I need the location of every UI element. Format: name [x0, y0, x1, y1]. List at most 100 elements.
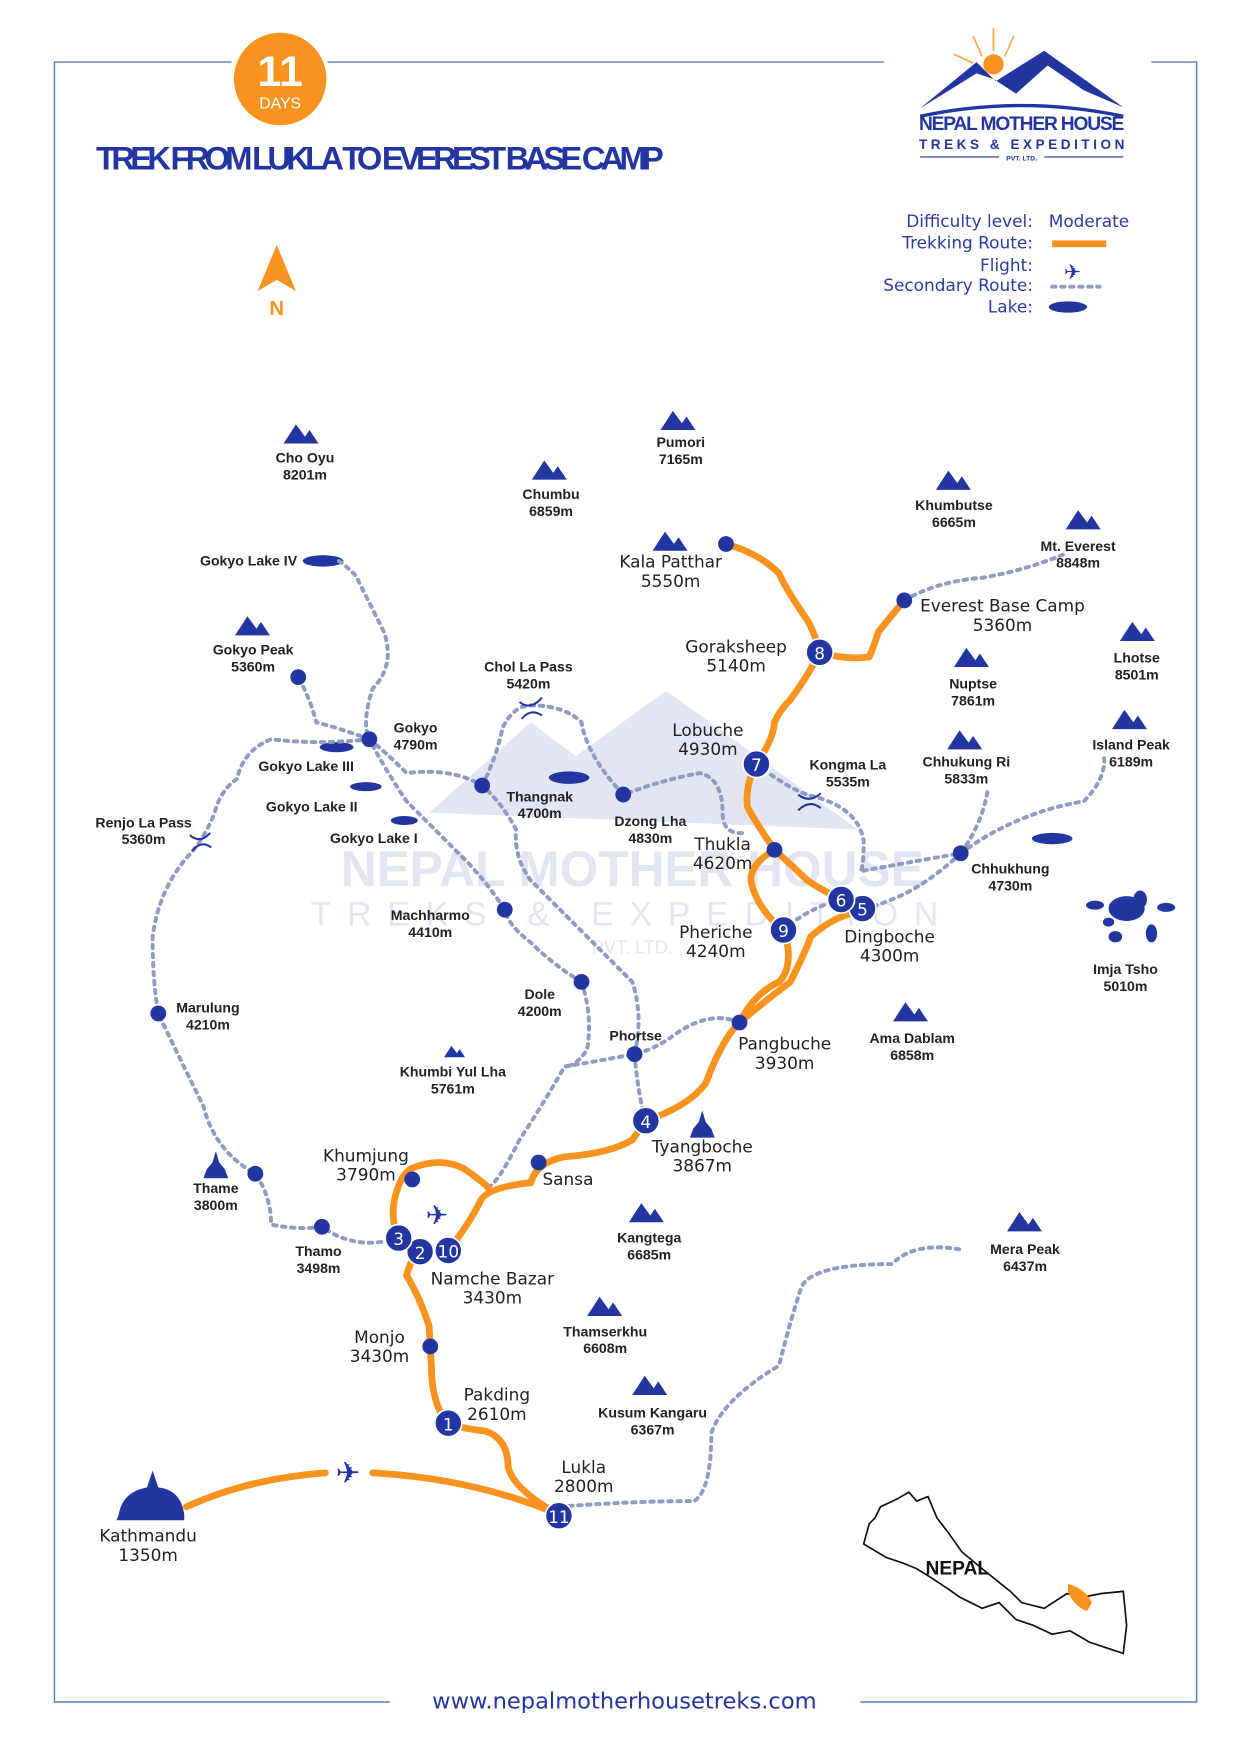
place-name: Gokyo Peak — [213, 642, 294, 658]
logo-line3: PVT. LTD. — [1006, 155, 1037, 162]
day-stop-marker: 1 — [433, 1408, 463, 1438]
mountain-icon — [652, 531, 688, 551]
day-number: 11 — [548, 1507, 570, 1527]
place-altitude: 1350m — [118, 1545, 177, 1565]
place-altitude: 4700m — [518, 805, 562, 821]
day-stop-marker: 11 — [544, 1501, 574, 1531]
waypoint-dot — [530, 1154, 547, 1171]
lakes — [302, 555, 1176, 943]
waypoint-dot — [718, 536, 734, 552]
mountain-icon — [953, 647, 989, 668]
mountain-icon — [531, 460, 567, 480]
waypoint-dot — [952, 845, 969, 862]
place-altitude: 5140m — [706, 656, 766, 676]
place-name: Sansa — [542, 1169, 593, 1189]
place-altitude: 4790m — [394, 736, 438, 752]
logo-line2: TREKS & EXPEDITION — [919, 137, 1124, 152]
monastery-icon — [689, 1110, 715, 1138]
mountain-icon — [947, 730, 983, 750]
place-name: Mera Peak — [990, 1241, 1060, 1257]
legend-lake: Lake: — [988, 297, 1033, 317]
place-name: Monjo — [354, 1327, 405, 1347]
day-stop-marker: 7 — [742, 749, 771, 779]
company-logo: NEPAL MOTHER HOUSE TREKS & EXPEDITION PV… — [919, 28, 1125, 162]
pass-icon — [797, 792, 822, 812]
place-altitude: 4240m — [686, 941, 745, 961]
day-number: 9 — [778, 921, 789, 941]
place-name: Lhotse — [1114, 649, 1160, 665]
place-altitude: 3930m — [755, 1053, 815, 1073]
place-altitude: 3790m — [336, 1165, 396, 1185]
days-number: 11 — [257, 48, 302, 96]
place-label: Phortse — [609, 1028, 662, 1044]
waypoint-dots — [150, 536, 969, 1355]
place-altitude: 6608m — [583, 1340, 627, 1356]
place-altitude: 6859m — [529, 503, 573, 519]
place-name: Goraksheep — [685, 636, 787, 656]
place-altitude: 3867m — [673, 1156, 733, 1176]
place-altitude: 4830m — [628, 830, 672, 846]
place-name: Gokyo Lake IV — [200, 552, 298, 568]
lake-icon — [1031, 832, 1073, 845]
frame — [53, 61, 1198, 1703]
pass-icons — [189, 696, 822, 852]
day-number: 3 — [393, 1229, 404, 1249]
mountain-icon — [632, 1375, 668, 1395]
lake-icon — [390, 815, 418, 826]
place-altitude: 6685m — [627, 1247, 671, 1263]
lake-icon — [302, 555, 344, 567]
place-name: Chhukung Ri — [923, 753, 1011, 769]
place-altitude: 5360m — [122, 831, 166, 847]
place-altitude: 6367m — [631, 1421, 675, 1437]
waypoint-dot — [247, 1165, 264, 1182]
place-name: Renjo La Pass — [95, 814, 192, 830]
waypoint-dot — [150, 1005, 167, 1022]
waypoint-dot — [422, 1338, 439, 1355]
day-stop-marker: 2 — [405, 1237, 435, 1267]
place-name: Thamo — [295, 1243, 342, 1259]
place-name: Marulung — [176, 999, 239, 1015]
waypoint-dot — [404, 1171, 421, 1188]
place-name: Dzong Lha — [614, 813, 686, 829]
day-number: 2 — [415, 1243, 426, 1263]
days-badge: 11 DAYS — [233, 32, 327, 126]
place-name: Thukla — [693, 834, 751, 854]
place-name: Gokyo — [394, 719, 438, 735]
waypoint-dot — [361, 731, 378, 748]
mountain-icon — [1006, 1212, 1042, 1232]
place-altitude: 5833m — [944, 770, 988, 786]
place-altitude: 5360m — [231, 659, 275, 675]
legend: Difficulty level: Moderate Trekking Rout… — [883, 211, 1129, 317]
day-number: 8 — [814, 643, 825, 663]
place-altitude: 5535m — [826, 774, 870, 790]
day-stop-marker: 9 — [769, 915, 798, 945]
day-number: 5 — [857, 900, 868, 920]
website-link[interactable]: www.nepalmotherhousetreks.com — [432, 1689, 816, 1715]
place-altitude: 5420m — [507, 675, 551, 691]
place-altitude: 4200m — [518, 1003, 562, 1019]
monastery-icon — [203, 1151, 229, 1179]
place-altitude: 4730m — [988, 877, 1032, 893]
place-labels: Cho Oyu8201mChumbu6859mPumori7165mKhumbu… — [95, 434, 1170, 1565]
waypoint-dot — [496, 901, 513, 918]
